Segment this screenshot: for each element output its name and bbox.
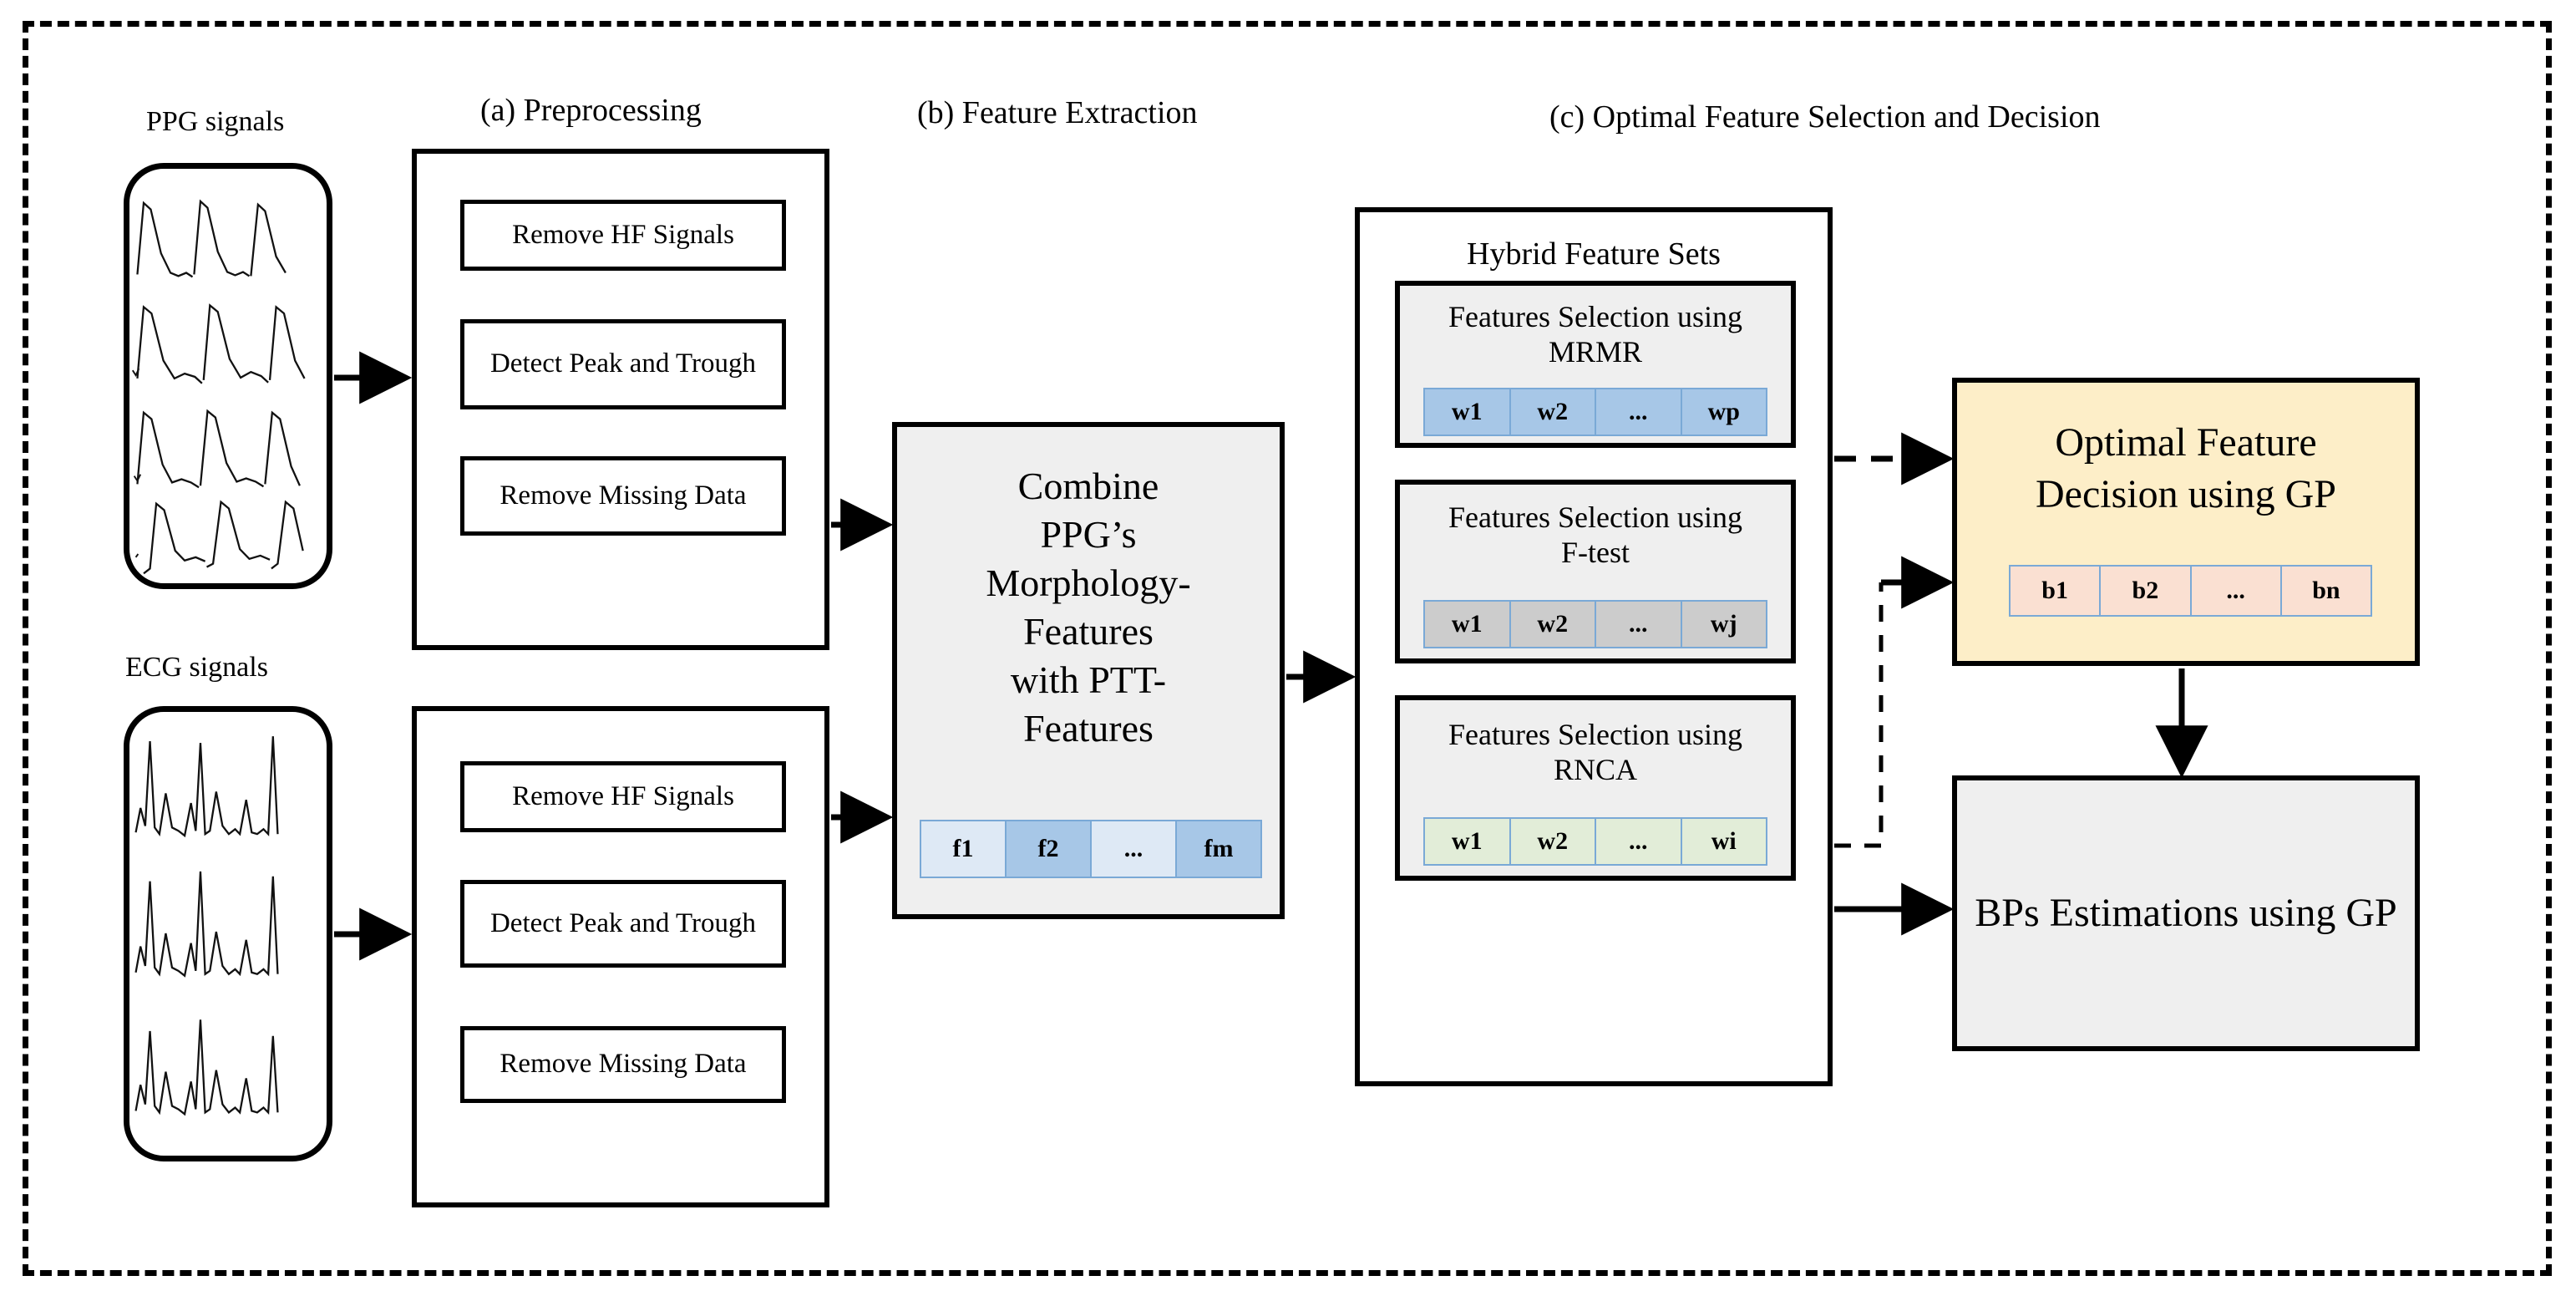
- hybrid-feature-sets-title: Hybrid Feature Sets: [1467, 236, 1721, 272]
- ecg-step-remove-hf[interactable]: Remove HF Signals: [460, 761, 786, 832]
- rnca-title-line-2: RNCA: [1553, 753, 1638, 786]
- hybrid-feature-sets-box: Hybrid Feature Sets Features Selection u…: [1355, 207, 1833, 1086]
- ftest-title-line-1: Features Selection using: [1448, 501, 1742, 534]
- feature-cell-f2[interactable]: f2: [1007, 821, 1092, 877]
- feature-selection-mrmr-box: Features Selection using MRMR w1 w2 ... …: [1395, 281, 1796, 448]
- bps-estimations-title: BPs Estimations using GP: [1975, 891, 2397, 936]
- decision-cell-ellipsis[interactable]: ...: [2191, 567, 2282, 615]
- ecg-step-detect-peak[interactable]: Detect Peak and Trough: [460, 880, 786, 968]
- feature-cell-ellipsis[interactable]: ...: [1092, 821, 1177, 877]
- mrmr-cell-ellipsis[interactable]: ...: [1596, 389, 1682, 435]
- ppg-step-detect-peak[interactable]: Detect Peak and Trough: [460, 319, 786, 409]
- ftest-title-line-2: F-test: [1560, 536, 1630, 569]
- ftest-cell-wj[interactable]: wj: [1681, 602, 1766, 647]
- ppg-signals-label: PPG signals: [146, 106, 285, 137]
- outer-dashed-frame: [23, 21, 2552, 1276]
- ecg-signal-panel: [124, 706, 332, 1161]
- section-title-a: (a) Preprocessing: [480, 93, 702, 128]
- preprocessing-ppg-container: Remove HF Signals Detect Peak and Trough…: [412, 149, 829, 650]
- combine-line-4: Features: [1023, 610, 1154, 653]
- ppg-step-remove-missing[interactable]: Remove Missing Data: [460, 456, 786, 536]
- decision-title-line-1: Optimal Feature: [2055, 420, 2317, 465]
- feature-cell-fm[interactable]: fm: [1177, 821, 1260, 877]
- feature-selection-ftest-box: Features Selection using F-test w1 w2 ..…: [1395, 480, 1796, 663]
- feature-vector-row: f1 f2 ... fm: [920, 820, 1262, 878]
- rnca-cell-w1[interactable]: w1: [1425, 819, 1511, 864]
- rnca-cell-wi[interactable]: wi: [1681, 819, 1766, 864]
- bps-estimations-box: BPs Estimations using GP: [1952, 775, 2420, 1051]
- mrmr-title-line-2: MRMR: [1548, 335, 1643, 368]
- ftest-cell-w2[interactable]: w2: [1510, 602, 1596, 647]
- ppg-waveform-icon: [131, 199, 306, 575]
- section-title-c: (c) Optimal Feature Selection and Decisi…: [1549, 99, 2101, 135]
- combine-line-5: with PTT-: [1010, 658, 1167, 701]
- ppg-signal-panel: [124, 163, 332, 589]
- ftest-cell-ellipsis[interactable]: ...: [1596, 602, 1682, 647]
- ppg-step-remove-hf[interactable]: Remove HF Signals: [460, 200, 786, 271]
- combine-line-2: PPG’s: [1040, 513, 1137, 556]
- feature-cell-f1[interactable]: f1: [921, 821, 1007, 877]
- ecg-waveform-icon: [134, 736, 279, 1116]
- mrmr-title-line-1: Features Selection using: [1448, 300, 1742, 333]
- rnca-cell-w2[interactable]: w2: [1510, 819, 1596, 864]
- decision-cell-bn[interactable]: bn: [2281, 567, 2371, 615]
- combine-line-6: Features: [1023, 707, 1154, 750]
- decision-title-line-2: Decision using GP: [2036, 472, 2336, 516]
- feature-selection-rnca-box: Features Selection using RNCA w1 w2 ... …: [1395, 695, 1796, 881]
- mrmr-cell-row: w1 w2 ... wp: [1423, 388, 1767, 436]
- feature-extraction-box: Combine PPG’s Morphology- Features with …: [892, 422, 1285, 919]
- rnca-title-line-1: Features Selection using: [1448, 718, 1742, 751]
- mrmr-cell-wp[interactable]: wp: [1681, 389, 1766, 435]
- mrmr-cell-w2[interactable]: w2: [1510, 389, 1596, 435]
- ecg-signals-label: ECG signals: [125, 652, 268, 683]
- preprocessing-ecg-container: Remove HF Signals Detect Peak and Trough…: [412, 706, 829, 1207]
- rnca-cell-ellipsis[interactable]: ...: [1596, 819, 1682, 864]
- mrmr-cell-w1[interactable]: w1: [1425, 389, 1511, 435]
- decision-cell-b2[interactable]: b2: [2101, 567, 2192, 615]
- ecg-step-remove-missing[interactable]: Remove Missing Data: [460, 1026, 786, 1103]
- rnca-cell-row: w1 w2 ... wi: [1423, 817, 1767, 866]
- ftest-cell-w1[interactable]: w1: [1425, 602, 1511, 647]
- decision-cell-row: b1 b2 ... bn: [2009, 565, 2372, 617]
- combine-line-1: Combine: [1017, 465, 1159, 507]
- decision-cell-b1[interactable]: b1: [2011, 567, 2102, 615]
- section-title-b: (b) Feature Extraction: [917, 95, 1198, 130]
- optimal-feature-decision-box: Optimal Feature Decision using GP b1 b2 …: [1952, 378, 2420, 666]
- ftest-cell-row: w1 w2 ... wj: [1423, 600, 1767, 648]
- combine-line-3: Morphology-: [986, 562, 1191, 604]
